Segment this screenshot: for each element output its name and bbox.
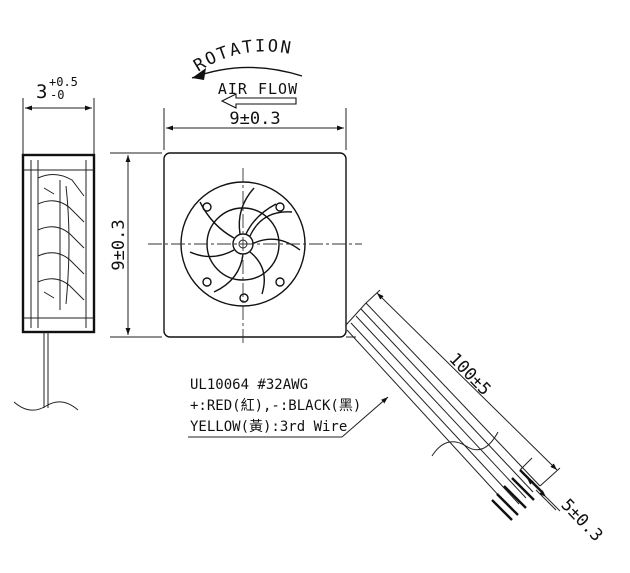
- fan-front-view: [148, 152, 362, 345]
- fan-housing: [163, 152, 347, 338]
- fan-blades: [189, 187, 301, 295]
- leader-line: [341, 396, 389, 438]
- mount-hole-bottom: [239, 293, 249, 303]
- height-dimension-label: 9±0.3: [109, 219, 129, 270]
- wire-spec-note: UL10064 #32AWG +:RED(紅),-:BLACK(黑) YELLO…: [188, 377, 389, 438]
- height-dimension: 9±0.3: [109, 152, 162, 338]
- width-dimension: 9±0.3: [163, 108, 347, 150]
- width-dimension-label: 9±0.3: [229, 109, 280, 129]
- mount-hole-top-left: [202, 202, 212, 212]
- rotation-indicator: ROTATION: [190, 36, 303, 80]
- fan-side-view: [13, 153, 96, 411]
- side-wire-break: [13, 401, 79, 411]
- wire-length-label: 100±5: [445, 349, 495, 400]
- side-blades: [37, 174, 85, 310]
- thickness-main-label: 3: [36, 81, 47, 103]
- thickness-upper-tolerance: +0.5: [49, 75, 78, 89]
- thickness-lower-tolerance: -0: [50, 88, 64, 102]
- airflow-arrow: [220, 93, 297, 109]
- side-housing: [21, 153, 96, 334]
- thickness-dimension: 3 +0.5 -0: [22, 75, 95, 155]
- strip-length-dimension: 5±0.3: [519, 457, 607, 546]
- wire-spec-line-2: +:RED(紅),-:BLACK(黑): [190, 398, 361, 414]
- airflow-indicator: AIR FLOW: [218, 80, 298, 109]
- wire-spec-line-1: UL10064 #32AWG: [190, 377, 308, 393]
- strip-length-label: 5±0.3: [557, 495, 607, 546]
- mount-hole-top-right: [275, 202, 285, 212]
- mount-hole-bottom-right: [275, 277, 285, 287]
- mount-hole-bottom-left: [202, 277, 212, 287]
- airflow-label: AIR FLOW: [218, 80, 298, 98]
- rotation-arrow-head: [192, 68, 206, 80]
- wire-spec-line-3: YELLOW(黃):3rd Wire: [190, 419, 347, 435]
- wire-bundle: [345, 302, 543, 521]
